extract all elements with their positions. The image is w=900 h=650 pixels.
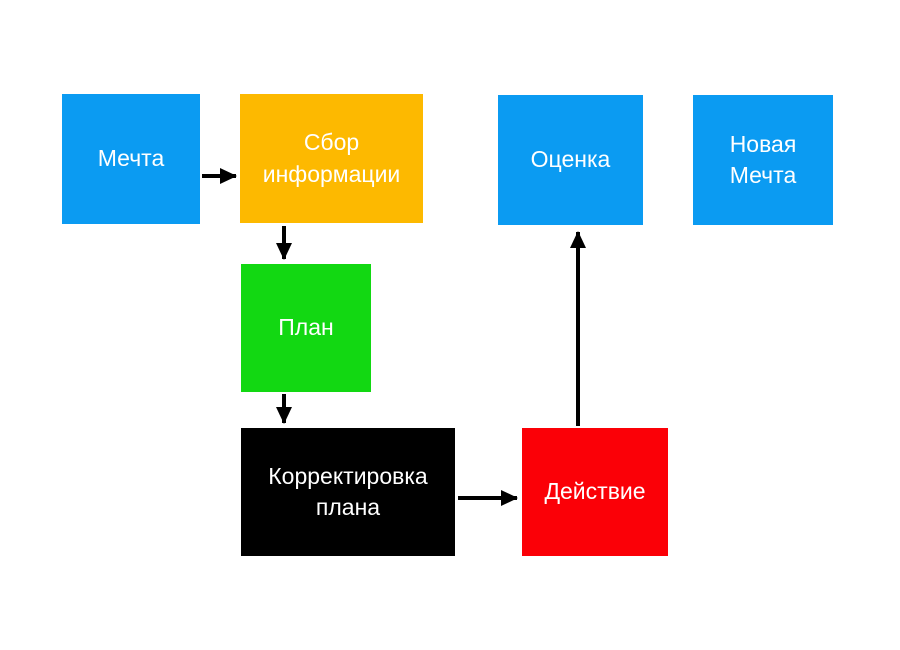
node-new-dream: Новая Мечта <box>693 95 833 225</box>
node-evaluation: Оценка <box>498 95 643 225</box>
node-dream-label: Мечта <box>97 145 165 172</box>
node-plan-adjustment: Корректировка плана <box>241 428 455 556</box>
node-plan: План <box>241 264 371 392</box>
node-plan-label: План <box>278 314 334 341</box>
node-evaluation-label: Оценка <box>530 146 611 173</box>
node-action: Действие <box>522 428 668 556</box>
node-new-dream-label: Новая Мечта <box>729 130 797 188</box>
node-information-gathering: Сбор информации <box>240 94 423 223</box>
node-action-label: Действие <box>544 478 646 505</box>
node-plan-adjustment-label: Корректировка плана <box>268 462 428 520</box>
node-information-gathering-label: Сбор информации <box>262 129 401 187</box>
node-dream: Мечта <box>62 94 200 224</box>
